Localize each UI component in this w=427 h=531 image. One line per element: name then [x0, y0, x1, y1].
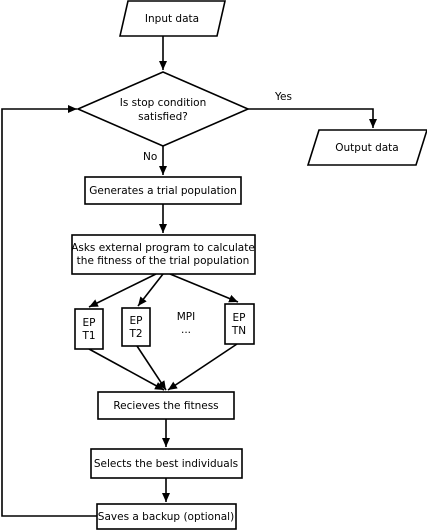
ep-t1-label-line1: EP — [83, 317, 96, 329]
output-data-label: Output data — [335, 142, 398, 154]
ep-t2-label-line2: T2 — [128, 328, 142, 340]
generate-population-label: Generates a trial population — [89, 185, 237, 197]
input-data-node — [118, 0, 227, 37]
save-backup-node — [96, 503, 237, 530]
generate-population-node — [84, 176, 242, 205]
edge-ep3-to-receive — [167, 343, 238, 391]
input-data-label: Input data — [145, 13, 199, 25]
mpi-label: MPI — [177, 311, 196, 323]
ep-tn-label-line2: TN — [231, 325, 246, 337]
select-best-label: Selects the best individuals — [94, 458, 238, 470]
edge-backup-loop-to-decision — [1, 105, 97, 517]
ask-external-program-line2: the fitness of the trial population — [77, 255, 250, 267]
edge-ask-to-ep2 — [137, 273, 164, 307]
decision-label-line1: Is stop condition — [120, 97, 206, 109]
ep-t2-node — [121, 307, 151, 347]
receive-fitness-label: Recieves the fitness — [113, 400, 218, 412]
edge-label-no: No — [143, 151, 157, 163]
edge-decision-yes-to-output — [248, 108, 377, 128]
edge-ep2-to-receive — [136, 345, 167, 391]
ep-t1-node — [74, 308, 104, 350]
ep-tn-label-line1: EP — [233, 312, 246, 324]
edge-ask-to-ep1 — [88, 273, 157, 308]
edge-ask-to-ep3 — [169, 273, 239, 303]
edge-ep1-to-receive — [88, 348, 165, 391]
ask-external-program-line1: Asks external program to calculate — [71, 242, 255, 254]
ep-t2-label-line1: EP — [130, 315, 143, 327]
ellipsis-label: ... — [181, 324, 191, 336]
ep-t1-label-line2: T1 — [81, 330, 95, 342]
ep-tn-node — [224, 303, 255, 345]
save-backup-label: Saves a backup (optional) — [98, 511, 234, 523]
receive-fitness-node — [97, 391, 235, 420]
stop-condition-decision — [75, 71, 251, 147]
decision-label-line2: satisfied? — [138, 111, 188, 123]
edge-label-yes: Yes — [274, 91, 292, 103]
output-data-node — [306, 129, 427, 166]
select-best-node — [90, 448, 243, 479]
ask-external-program-node — [71, 234, 256, 275]
